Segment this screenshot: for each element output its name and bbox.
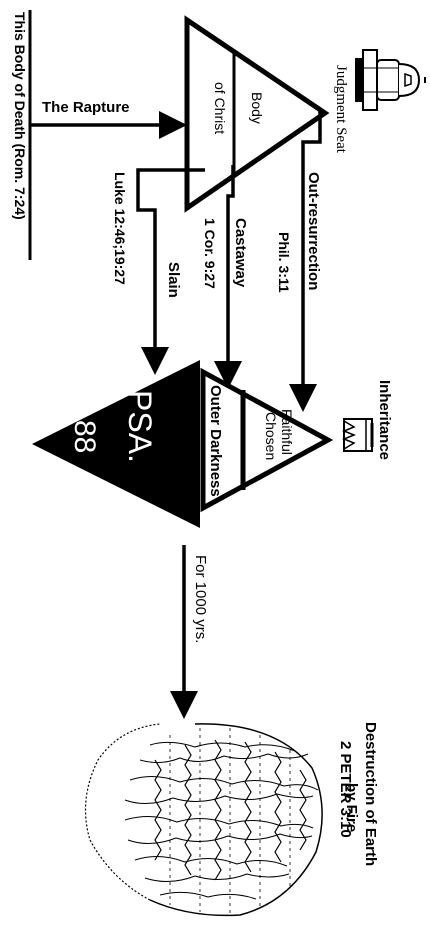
fire-globe-icon [84,723,323,917]
faithful-label: Faithful [279,409,295,455]
rapture-label: The Rapture [42,99,130,116]
chosen-label: Chosen [263,412,279,460]
destruction-label: Destruction of Earth [362,722,379,866]
inheritance-crown-icon [341,418,374,452]
gehenna-label: GEHENNA [178,375,200,475]
slain-arrow [136,168,205,375]
luke-label: Luke 12:46;19:27 [112,172,128,285]
by-fire-label: by Fire [343,783,360,832]
body-of-death-label: This Body of Death (Rom. 7:24) [12,12,28,220]
thousand-years-label: For 1000 yrs. [192,555,209,643]
judgment-seat-icon [355,49,426,111]
inheritance-label: Inheritance [376,380,393,460]
castaway-label: Castaway [232,218,249,288]
castaway-arrow [214,165,242,389]
psa-number-label: 88 [68,420,101,453]
phil-label: Phil. 3:11 [276,232,292,293]
peter-label: 2 PETER 3:10 [337,741,354,838]
inheritance-triangle [200,367,334,513]
body-label: Body [249,92,265,124]
cor-label: 1 Cor. 9:27 [202,218,218,289]
gehenna-triangle [32,360,200,528]
slain-label: Slain [165,262,182,298]
out-resurrection-arrow [289,110,322,412]
psa-label: PSA. [122,390,158,463]
body-of-christ-triangle [184,15,330,213]
outer-darkness-label: Outer Darkness [207,385,224,497]
judgment-seat-label: Judgment Seat [333,65,349,154]
of-christ-label: of Christ [212,82,228,134]
out-resurrection-label: Out-resurrection [305,172,322,290]
